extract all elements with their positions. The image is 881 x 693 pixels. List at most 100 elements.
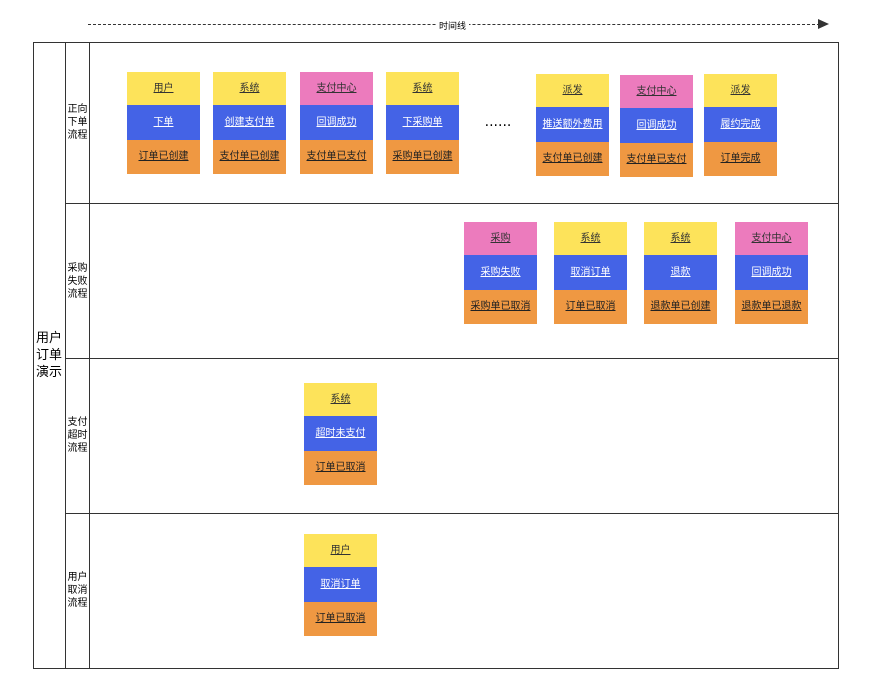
card-role-cell: 用户 xyxy=(127,72,200,105)
card-role-cell: 支付中心 xyxy=(735,222,808,255)
lane-divider xyxy=(65,513,839,514)
card-status-label: 订单完成 xyxy=(720,153,761,164)
card-status-cell: 支付单已支付 xyxy=(300,140,373,174)
lane-title-user-cancel: 用户取消流程 xyxy=(67,572,88,609)
card-action-cell: 回调成功 xyxy=(300,105,373,140)
flow-card: 系统下采购单采购单已创建 xyxy=(386,72,459,174)
lane-title-purchase-failure: 采购失败流程 xyxy=(67,263,88,300)
flow-card: 系统取消订单订单已取消 xyxy=(554,222,627,324)
card-status-cell: 支付单已创建 xyxy=(213,140,286,174)
card-role-label: 派发 xyxy=(730,84,751,96)
card-status-label: 订单已创建 xyxy=(138,151,189,162)
flow-card: 派发推送额外费用支付单已创建 xyxy=(536,74,609,176)
flow-card: 系统退款退款单已创建 xyxy=(644,222,717,324)
lane-divider xyxy=(65,203,839,204)
card-role-cell: 支付中心 xyxy=(300,72,373,105)
card-role-label: 系统 xyxy=(670,232,691,244)
card-action-cell: 超时未支付 xyxy=(304,416,377,451)
card-status-label: 订单已取消 xyxy=(315,462,366,473)
card-action-label: 推送额外费用 xyxy=(542,118,603,130)
card-status-cell: 订单已取消 xyxy=(554,290,627,324)
card-role-cell: 派发 xyxy=(536,74,609,107)
card-action-label: 退款 xyxy=(670,266,691,278)
card-role-cell: 派发 xyxy=(704,74,777,107)
card-role-cell: 系统 xyxy=(213,72,286,105)
card-status-label: 退款单已退款 xyxy=(741,301,802,312)
flow-card: 派发履约完成订单完成 xyxy=(704,74,777,176)
card-status-cell: 订单已取消 xyxy=(304,451,377,485)
lane-header-divider xyxy=(89,42,90,669)
card-status-cell: 支付单已创建 xyxy=(536,142,609,176)
card-action-cell: 取消订单 xyxy=(304,567,377,602)
card-action-cell: 下单 xyxy=(127,105,200,140)
card-status-cell: 支付单已支付 xyxy=(620,143,693,177)
flow-card: 系统创建支付单支付单已创建 xyxy=(213,72,286,174)
card-action-cell: 履约完成 xyxy=(704,107,777,142)
flow-card: 支付中心回调成功支付单已支付 xyxy=(620,75,693,177)
card-status-label: 采购单已取消 xyxy=(470,301,531,312)
card-role-label: 用户 xyxy=(330,544,351,556)
card-action-label: 回调成功 xyxy=(751,266,792,278)
card-status-label: 支付单已支付 xyxy=(306,151,367,162)
card-status-cell: 退款单已创建 xyxy=(644,290,717,324)
card-action-cell: 回调成功 xyxy=(735,255,808,290)
flow-card: 系统超时未支付订单已取消 xyxy=(304,383,377,485)
card-role-label: 系统 xyxy=(412,82,433,94)
card-role-label: 派发 xyxy=(562,84,583,96)
flow-card: 支付中心回调成功退款单已退款 xyxy=(735,222,808,324)
card-role-cell: 系统 xyxy=(386,72,459,105)
card-action-label: 回调成功 xyxy=(316,116,357,128)
card-status-cell: 退款单已退款 xyxy=(735,290,808,324)
flow-card: 用户取消订单订单已取消 xyxy=(304,534,377,636)
pool-frame xyxy=(33,42,839,669)
flow-card: 用户下单订单已创建 xyxy=(127,72,200,174)
card-role-label: 用户 xyxy=(153,82,174,94)
card-action-label: 采购失败 xyxy=(480,266,521,278)
card-role-cell: 支付中心 xyxy=(620,75,693,108)
card-action-cell: 回调成功 xyxy=(620,108,693,143)
card-role-cell: 系统 xyxy=(304,383,377,416)
card-status-label: 采购单已创建 xyxy=(392,151,453,162)
card-action-label: 取消订单 xyxy=(320,578,361,590)
card-status-label: 支付单已创建 xyxy=(219,151,280,162)
card-status-cell: 订单完成 xyxy=(704,142,777,176)
card-action-label: 下单 xyxy=(153,116,174,128)
pool-title: 用户订单演示 xyxy=(35,331,62,380)
card-role-label: 支付中心 xyxy=(751,232,792,244)
card-status-cell: 采购单已取消 xyxy=(464,290,537,324)
card-role-label: 支付中心 xyxy=(636,85,677,97)
card-role-label: 系统 xyxy=(580,232,601,244)
card-status-cell: 订单已取消 xyxy=(304,602,377,636)
flow-card: 支付中心回调成功支付单已支付 xyxy=(300,72,373,174)
card-role-label: 系统 xyxy=(239,82,260,94)
card-role-label: 支付中心 xyxy=(316,82,357,94)
card-role-label: 采购 xyxy=(490,232,511,244)
flow-card: 采购采购失败采购单已取消 xyxy=(464,222,537,324)
timeline-label: 时间线 xyxy=(436,21,470,33)
card-status-label: 退款单已创建 xyxy=(650,301,711,312)
card-status-label: 支付单已支付 xyxy=(626,154,687,165)
card-role-cell: 采购 xyxy=(464,222,537,255)
pool-header-divider xyxy=(65,42,66,669)
card-status-label: 支付单已创建 xyxy=(542,153,603,164)
card-status-label: 订单已取消 xyxy=(565,301,616,312)
card-action-cell: 下采购单 xyxy=(386,105,459,140)
ellipsis: ...... xyxy=(484,114,512,130)
card-status-cell: 订单已创建 xyxy=(127,140,200,174)
card-action-cell: 推送额外费用 xyxy=(536,107,609,142)
card-role-cell: 系统 xyxy=(554,222,627,255)
card-role-cell: 用户 xyxy=(304,534,377,567)
card-action-label: 取消订单 xyxy=(570,266,611,278)
lane-divider xyxy=(65,358,839,359)
card-action-label: 下采购单 xyxy=(402,116,443,128)
card-status-cell: 采购单已创建 xyxy=(386,140,459,174)
card-role-cell: 系统 xyxy=(644,222,717,255)
card-action-cell: 创建支付单 xyxy=(213,105,286,140)
card-action-label: 超时未支付 xyxy=(315,427,366,439)
arrow-right-icon xyxy=(818,19,829,29)
lane-title-forward-order: 正向下单流程 xyxy=(67,104,88,141)
card-status-label: 订单已取消 xyxy=(315,613,366,624)
card-action-cell: 采购失败 xyxy=(464,255,537,290)
card-role-label: 系统 xyxy=(330,393,351,405)
lane-title-payment-timeout: 支付超时流程 xyxy=(67,417,88,454)
